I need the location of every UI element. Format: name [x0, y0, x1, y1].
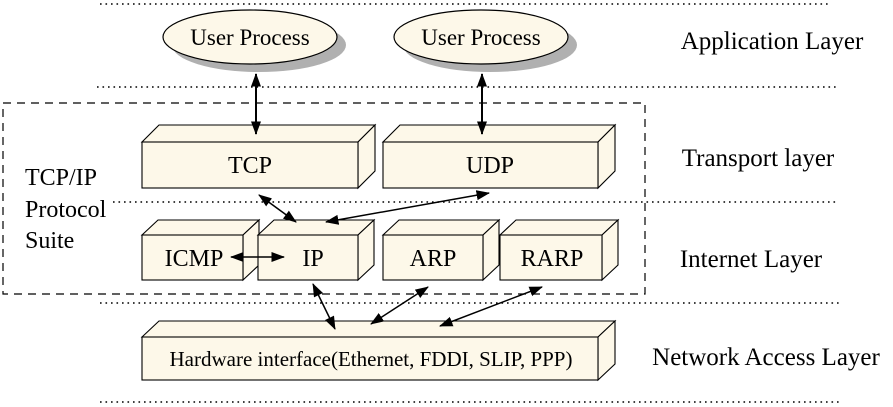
user-process-1-label: User Process: [190, 25, 309, 50]
udp-box-top: [381, 124, 617, 143]
arrow-tcp-ip: [258, 194, 297, 223]
hardware-label: Hardware interface(Ethernet, FDDI, SLIP,…: [170, 347, 573, 371]
udp-label: UDP: [466, 153, 514, 179]
arrow-udp-ip: [325, 190, 490, 225]
internet-layer-label: Internet Layer: [680, 246, 823, 273]
user-process-1-node: User Process: [162, 9, 346, 72]
transport-layer-label: Transport layer: [682, 145, 835, 172]
udp-box-front: [382, 141, 599, 189]
layer-labels: Application Layer Transport layer Intern…: [652, 28, 880, 371]
suite-caption-line3: Suite: [25, 228, 74, 254]
arrow-arp-hardware: [370, 286, 429, 325]
rarp-box-front: [499, 234, 603, 281]
network-access-layer-label: Network Access Layer: [652, 344, 880, 371]
user-process-2-node: User Process: [393, 9, 577, 72]
connection-arrows: [230, 73, 543, 330]
arp-box-front: [382, 234, 484, 281]
rarp-box-top: [498, 219, 620, 236]
tcp-label: TCP: [228, 153, 272, 179]
node-icmp: ICMP: [140, 218, 261, 282]
node-arp: ARP: [381, 218, 501, 282]
suite-caption-line1: TCP/IP: [25, 165, 97, 191]
user-process-1-ellipse: [162, 9, 338, 65]
user-process-2-label: User Process: [421, 25, 540, 50]
arp-box-top: [381, 219, 501, 236]
ip-box-top: [256, 219, 376, 236]
tcp-box-front: [141, 141, 359, 189]
ip-label: IP: [302, 246, 323, 272]
suite-caption: TCP/IP Protocol Suite: [25, 165, 107, 254]
arrow-rarp-hardware: [439, 286, 543, 327]
node-rarp: RARP: [498, 218, 620, 282]
tcp-box-top: [140, 124, 377, 143]
suite-caption-line2: Protocol: [25, 197, 107, 223]
hardware-box-front: [141, 336, 599, 381]
icmp-box-front: [141, 234, 244, 281]
arrow-ip-hardware: [312, 283, 336, 330]
arp-label: ARP: [410, 246, 457, 272]
node-ip: IP: [256, 218, 376, 282]
application-layer-label: Application Layer: [681, 28, 864, 55]
node-udp: UDP: [381, 123, 617, 190]
icmp-label: ICMP: [165, 246, 224, 272]
icmp-box-top: [140, 219, 261, 236]
node-tcp: TCP: [140, 123, 377, 190]
hardware-box-top: [140, 320, 617, 338]
node-hardware-interface: Hardware interface(Ethernet, FDDI, SLIP,…: [140, 319, 617, 382]
rarp-label: RARP: [521, 246, 584, 272]
user-process-2-ellipse: [393, 9, 569, 65]
